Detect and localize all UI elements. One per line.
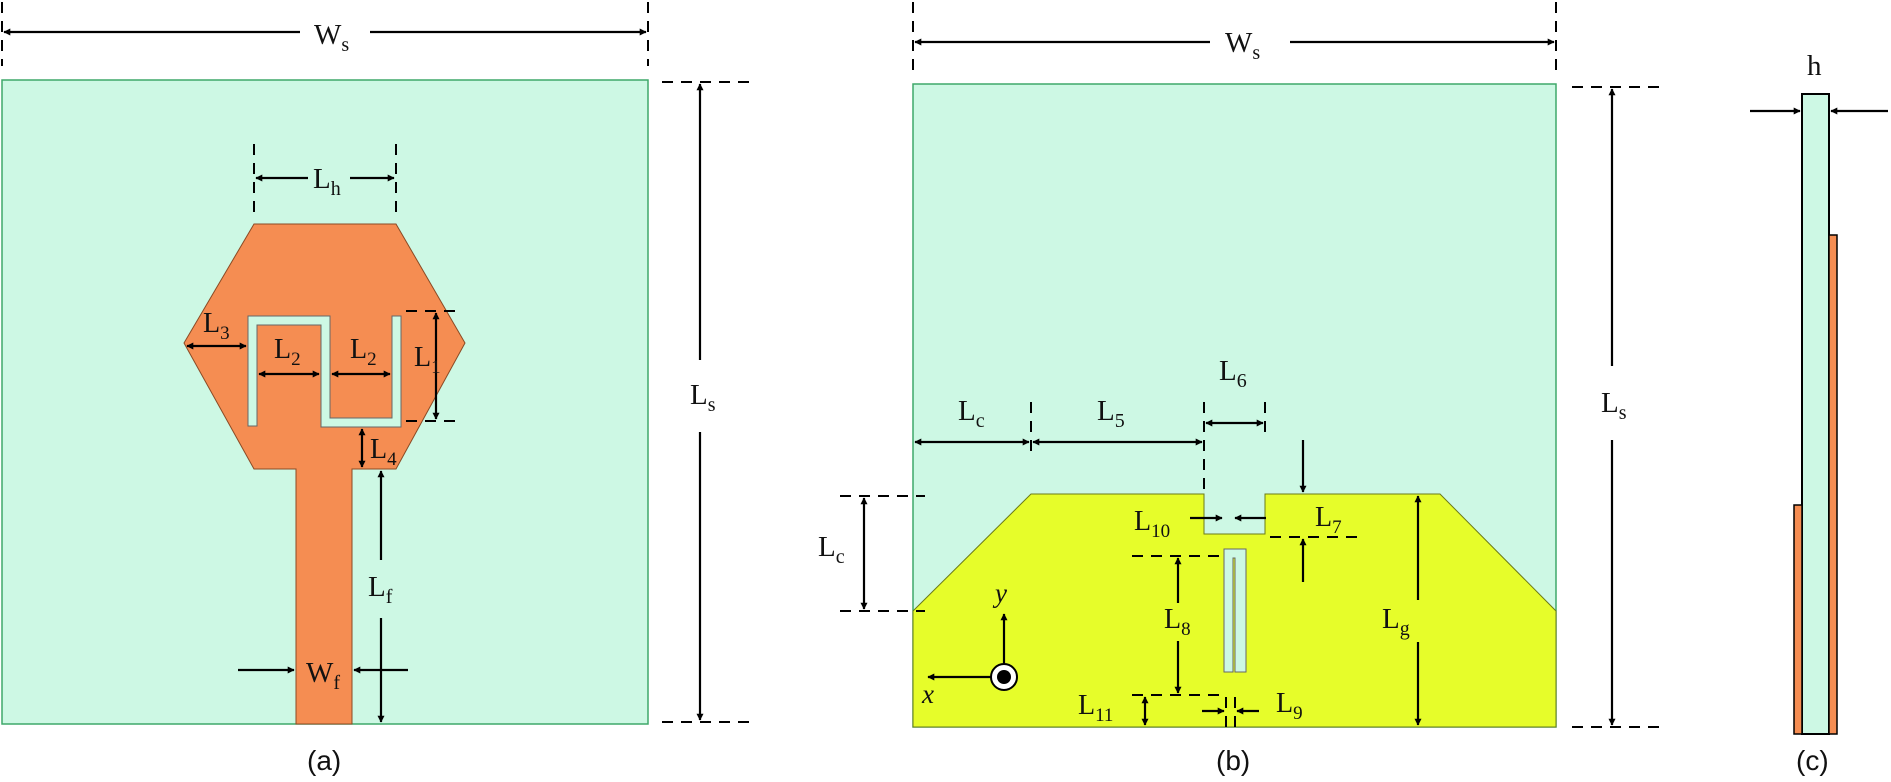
caption-b: (b) xyxy=(1216,745,1250,776)
l4-label: L4 xyxy=(370,434,397,470)
caption-a: (a) xyxy=(307,745,341,776)
l9-label: L9 xyxy=(1276,688,1303,724)
x-axis-label: x xyxy=(921,679,934,709)
panel-b-back-view: Ws Ls Lc L5 L6 Lc L7 L10 xyxy=(818,2,1662,776)
l8-label: L8 xyxy=(1164,604,1191,640)
l5-label: L5 xyxy=(1097,395,1125,432)
lc-top-label: Lc xyxy=(958,395,985,432)
l7-label: L7 xyxy=(1315,502,1342,538)
z-axis-dot xyxy=(997,670,1011,684)
ws-label-b: Ws xyxy=(1225,27,1260,64)
l6-label: L6 xyxy=(1219,355,1247,392)
ls-label-a: Ls xyxy=(690,379,716,416)
l11-label: L11 xyxy=(1078,690,1113,726)
h-label: h xyxy=(1807,50,1822,82)
coordinate-axes: y x xyxy=(921,578,1018,709)
ws-label-a: Ws xyxy=(314,19,349,56)
ls-label-b: Ls xyxy=(1601,387,1627,424)
lc-side-label: Lc xyxy=(818,531,845,568)
lh-label: Lh xyxy=(313,163,341,200)
lf-label: Lf xyxy=(368,571,393,608)
wf-label: Wf xyxy=(306,657,340,694)
l1-label: L1 xyxy=(414,342,441,378)
panel-a-front-view: Ws Ls Lh L3 L2 L2 L1 L4 Lf xyxy=(1,2,750,776)
l10-label: L10 xyxy=(1134,506,1170,542)
l2b-label: L2 xyxy=(350,334,377,370)
ground-side-strip xyxy=(1793,504,1803,735)
substrate-side xyxy=(1801,93,1830,735)
lg-label: Lg xyxy=(1382,603,1410,640)
l3-label: L3 xyxy=(203,308,230,344)
panel-c-side-view: h (c) xyxy=(1750,50,1888,776)
l2a-label: L2 xyxy=(274,334,301,370)
meander-slot xyxy=(247,315,402,428)
ground-slot xyxy=(1223,548,1247,673)
patch-side-strip xyxy=(1828,234,1838,735)
y-axis-label: y xyxy=(992,578,1007,608)
caption-c: (c) xyxy=(1796,745,1829,776)
